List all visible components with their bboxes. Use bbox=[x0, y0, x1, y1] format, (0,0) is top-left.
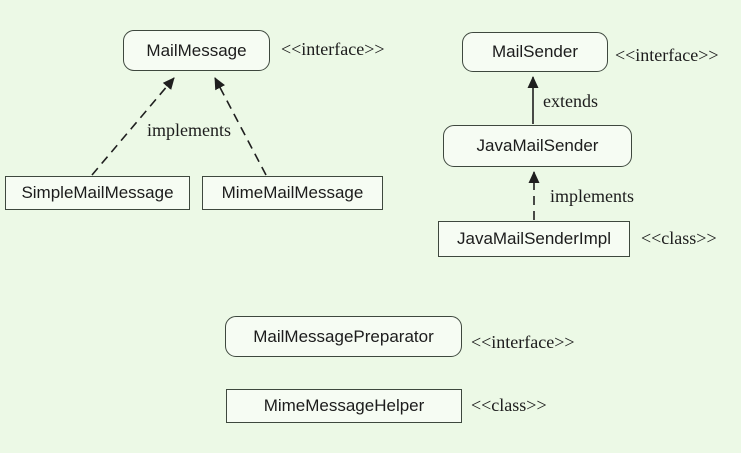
class-label: MailSender bbox=[492, 42, 578, 61]
edge-label-implements-left: implements bbox=[147, 120, 231, 140]
class-label: JavaMailSender bbox=[476, 136, 599, 155]
class-box-simple-mail-message: SimpleMailMessage bbox=[5, 176, 190, 210]
stereotype-interface-mail-sender: <<interface>> bbox=[615, 45, 719, 65]
class-box-java-mail-sender-impl: JavaMailSenderImpl bbox=[438, 221, 630, 257]
class-label: MailMessage bbox=[146, 40, 247, 60]
class-label: JavaMailSenderImpl bbox=[456, 229, 611, 248]
class-label: MailMessagePreparator bbox=[253, 326, 434, 346]
stereotype-interface-mail-message: <<interface>> bbox=[281, 39, 385, 59]
class-label: SimpleMailMessage bbox=[21, 183, 174, 202]
class-box-mail-message-preparator: MailMessagePreparator bbox=[225, 316, 462, 357]
stereotype-class-java-mail-sender-impl: <<class>> bbox=[641, 228, 717, 248]
class-box-mail-message: MailMessage bbox=[123, 30, 270, 71]
edge-label-extends: extends bbox=[543, 91, 598, 111]
class-label: MimeMessageHelper bbox=[263, 396, 425, 415]
edge-label-implements-right: implements bbox=[550, 186, 634, 206]
class-box-mail-sender: MailSender bbox=[462, 32, 608, 72]
class-label: MimeMailMessage bbox=[221, 183, 364, 202]
stereotype-class-mime-message-helper: <<class>> bbox=[471, 395, 547, 415]
class-box-mime-message-helper: MimeMessageHelper bbox=[226, 389, 462, 423]
class-box-mime-mail-message: MimeMailMessage bbox=[202, 176, 383, 210]
class-box-java-mail-sender: JavaMailSender bbox=[443, 125, 632, 167]
stereotype-interface-mail-message-preparator: <<interface>> bbox=[471, 332, 575, 352]
